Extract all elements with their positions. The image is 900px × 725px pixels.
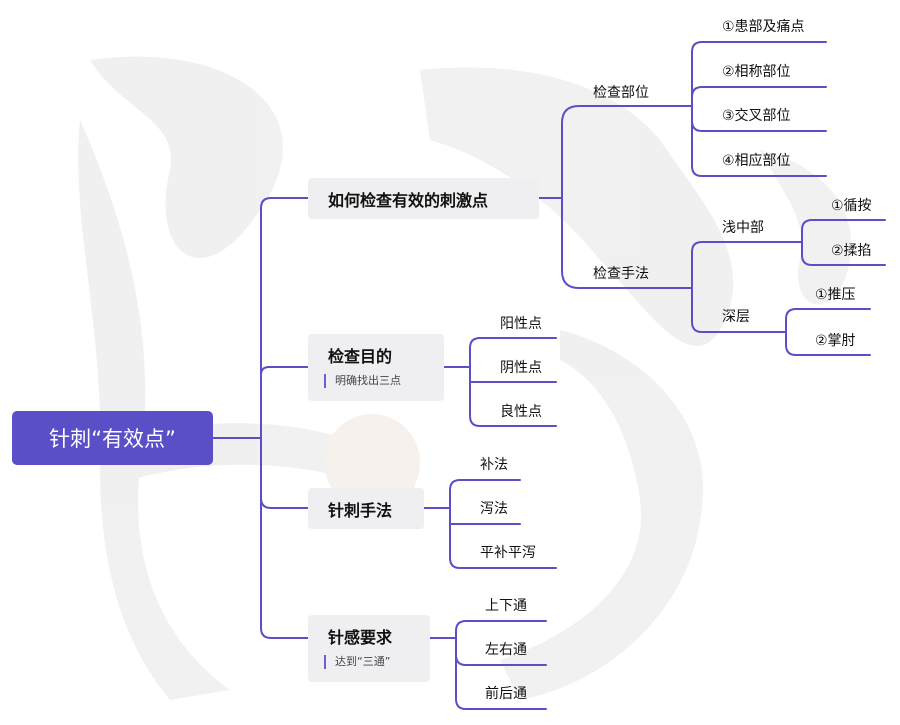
leaf-node[interactable]: ②掌肘 (815, 333, 856, 349)
leaf-node[interactable]: 平补平泻 (480, 545, 536, 561)
fan-jianchashoufa (659, 241, 783, 333)
leaf-node[interactable]: 补法 (480, 457, 508, 473)
leaf-node[interactable]: 阴性点 (500, 360, 542, 376)
fan-shenceng (759, 308, 871, 356)
branch-note: 达到“三通” (324, 655, 390, 669)
leaf-node[interactable]: ④相应部位 (722, 153, 791, 169)
fan-qianzhongbu (781, 219, 886, 266)
root-label: 针刺“有效点” (49, 427, 176, 451)
branch1-split (538, 105, 661, 289)
branch-label: 针刺手法 (328, 501, 393, 520)
leaf-node[interactable]: ③交叉部位 (722, 108, 791, 124)
leaf-node[interactable]: ①推压 (815, 287, 856, 303)
leaf-node[interactable]: 泻法 (480, 501, 508, 517)
subnode-jianchabuwei[interactable]: 检查部位 (593, 85, 649, 101)
leaf-node[interactable]: ②相称部位 (722, 64, 791, 80)
fan-jianchamudi (443, 337, 557, 427)
leaf-node[interactable]: 上下通 (485, 598, 527, 614)
branch-note: 明确找出三点 (324, 374, 401, 388)
branch-node-purpose[interactable]: 检查目的 明确找出三点 (308, 334, 444, 401)
leaf-node[interactable]: 前后通 (485, 686, 527, 702)
branch-label: 如何检查有效的刺激点 (328, 191, 489, 210)
branch-node-needling-sensation[interactable]: 针感要求 达到“三通” (308, 615, 430, 682)
branch-label: 针感要求 (328, 628, 393, 647)
fan-zhenganyaoqiu (429, 620, 547, 710)
subnode-shenceng[interactable]: 深层 (722, 309, 750, 325)
branch-node-how-to-check[interactable]: 如何检查有效的刺激点 (308, 178, 539, 219)
trunk-vertical (260, 197, 309, 639)
leaf-node[interactable]: ①循按 (831, 198, 872, 214)
branch-label: 检查目的 (328, 347, 393, 366)
subnode-qianzhongbu[interactable]: 浅中部 (722, 220, 764, 236)
leaf-node[interactable]: 左右通 (485, 642, 527, 658)
fan-zhencishoufa (423, 479, 557, 569)
root-node[interactable]: 针刺“有效点” (12, 411, 213, 465)
leaf-node[interactable]: ②揉掐 (831, 243, 872, 259)
subnode-jianchashoufa[interactable]: 检查手法 (593, 266, 649, 282)
leaf-node[interactable]: 良性点 (500, 404, 542, 420)
fan-jianchabuwei (659, 41, 827, 177)
branch-node-needling-technique[interactable]: 针刺手法 (308, 488, 424, 529)
leaf-node[interactable]: ①患部及痛点 (722, 19, 805, 35)
leaf-node[interactable]: 阳性点 (500, 316, 542, 332)
